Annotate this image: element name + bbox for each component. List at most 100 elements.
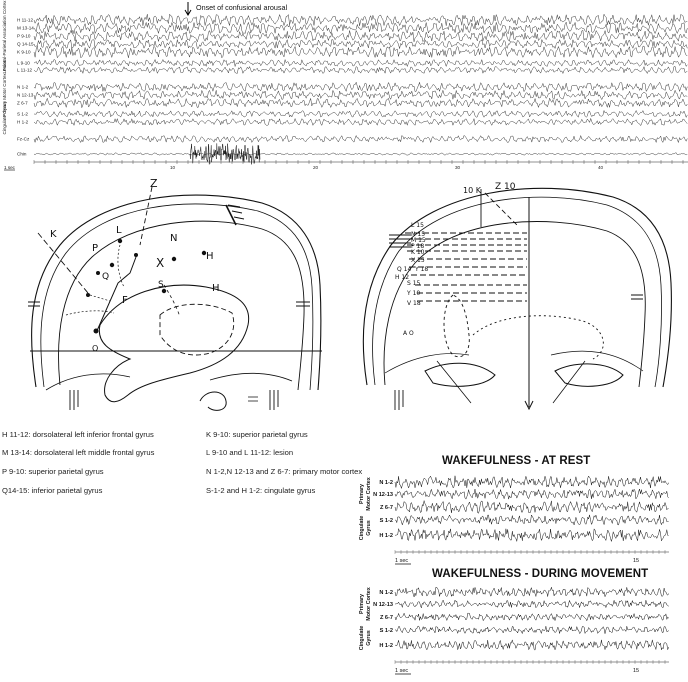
channel-label: P 9-10 — [17, 34, 31, 39]
electrode-label: Y 18 — [414, 266, 428, 273]
legend-item: Q14-15: inferior parietal gyrus — [2, 486, 103, 495]
eeg-trace — [33, 45, 688, 59]
electrode-label: H 12 — [395, 274, 409, 281]
time-tick-label: 10 — [170, 165, 176, 170]
legend-item: S-1-2 and H 1-2: cingulate gyrus — [206, 486, 316, 495]
group-label-primary: Primary — [359, 484, 365, 504]
eeg-trace — [394, 488, 669, 500]
electrode-label: P 18 — [411, 243, 424, 250]
channel-group-label: Primary Motor Cortex — [2, 72, 7, 116]
channel-label: N 12-13 — [373, 492, 393, 498]
electrode-label: 10 K — [463, 186, 482, 195]
channel-label: N 12-13 — [373, 602, 393, 608]
electrode-label: L — [116, 225, 122, 236]
group-label-cingulate-sub: Gyrus — [366, 520, 372, 536]
channel-label: H 1-2 — [379, 533, 393, 539]
eeg-trace — [33, 89, 688, 101]
electrode-label: Y 10 — [406, 290, 420, 297]
electrode-label: Z 10 — [495, 182, 516, 192]
time-tick-label: 20 — [313, 165, 319, 170]
electrode-label: L 15 — [411, 222, 424, 229]
electrode-label: O — [92, 344, 98, 353]
electrode-label: Z — [150, 177, 158, 190]
eeg-trace — [33, 13, 688, 27]
electrode-label: H — [212, 283, 220, 294]
electrode-label: X 15 — [411, 257, 425, 264]
channel-label: Z 6-7 — [380, 615, 393, 621]
eeg-trace — [394, 625, 669, 635]
channel-label: N 12-13 — [17, 93, 34, 98]
scale-label: 1 sec — [4, 165, 16, 170]
time-tick-label: 15 — [633, 558, 639, 564]
onset-annotation: Onset of confusional arousal — [196, 3, 288, 12]
channel-label: N 1-2 — [379, 480, 393, 486]
eeg-trace — [394, 586, 669, 598]
ventricle-outline — [98, 284, 250, 403]
eeg-trace — [33, 21, 688, 35]
electrode-label: A O — [403, 330, 414, 337]
electrode-label: N — [170, 233, 177, 244]
eeg-trace — [394, 500, 669, 514]
legend-item: K 9-10: superior parietal gyrus — [206, 430, 308, 439]
eeg-trace — [394, 599, 669, 609]
channel-label: N 1-2 — [17, 85, 29, 90]
electrode-label: S 15 — [407, 280, 421, 287]
channel-label: S 1-2 — [17, 112, 28, 117]
group-label-cingulate: Cingulate — [359, 516, 365, 541]
electrode-label: Q 14 — [397, 266, 411, 273]
eeg-trace — [33, 58, 688, 68]
group-label-primary-sub: Motor Cortex — [366, 587, 372, 621]
channel-label: Q 14-15 — [17, 42, 34, 47]
eeg-trace — [394, 514, 669, 526]
channel-group-label: Frontal-Parietal Association Cortex — [2, 0, 7, 71]
eeg-trace — [33, 97, 688, 109]
legend-item: N 1-2,N 12-13 and Z 6-7: primary motor c… — [206, 467, 363, 476]
electrode-label: X — [156, 256, 164, 270]
group-label-cingulate-sub: Gyrus — [366, 630, 372, 646]
electrode-label: K — [50, 229, 57, 240]
legend-item: P 9-10: superior parietal gyrus — [2, 467, 104, 476]
electrode-label: N 15 — [411, 231, 425, 238]
onset-arrow-icon — [184, 2, 192, 16]
eeg-trace — [33, 65, 688, 75]
eeg-trace — [33, 38, 688, 50]
channel-group-label: Lesion — [2, 59, 7, 73]
panel-rest-title: WAKEFULNESS - AT REST — [442, 455, 591, 467]
eeg-trace — [33, 134, 688, 144]
electrode-label: P — [92, 243, 98, 254]
skull-outline — [362, 187, 672, 388]
eeg-trace — [33, 117, 688, 127]
chin-burst — [189, 143, 261, 165]
channel-label: L 9-10 — [17, 61, 30, 66]
channel-label: S 1-2 — [380, 628, 393, 634]
channel-label: Z 6-7 — [17, 101, 28, 106]
legend-item: M 13-14: dorsolateral left middle fronta… — [2, 448, 155, 457]
eeg-trace — [33, 29, 688, 43]
channel-label: K 9-10 — [17, 50, 31, 55]
panel-move-title: WAKEFULNESS - DURING MOVEMENT — [432, 568, 649, 580]
group-label-cingulate: Cingulate — [359, 626, 365, 651]
electrode-label: M 15 — [411, 237, 426, 244]
channel-label: Fz-Cz — [17, 137, 30, 142]
eeg-trace — [394, 612, 669, 622]
electrode-label: S — [158, 280, 164, 290]
channel-label: Z 6-7 — [380, 505, 393, 511]
time-tick-label: 15 — [633, 668, 639, 674]
channel-label: S 1-2 — [380, 518, 393, 524]
time-tick-label: 30 — [455, 165, 461, 170]
eeg-trace — [394, 475, 669, 490]
legend-item: H 11-12: dorsolateral left inferior fron… — [2, 430, 154, 439]
eeg-trace — [33, 152, 688, 156]
channel-label: H 1-2 — [379, 643, 393, 649]
skull-outline — [31, 194, 322, 391]
channel-label: N 1-2 — [379, 590, 393, 596]
electrode-label: H — [206, 251, 214, 262]
channel-group-label: Cingulate Gyrus — [2, 101, 7, 135]
brain-outline — [383, 221, 646, 388]
top-eeg-traces: H 11-12M 13-14P 9-10Q 14-15K 9-10L 9-10L… — [2, 0, 688, 171]
